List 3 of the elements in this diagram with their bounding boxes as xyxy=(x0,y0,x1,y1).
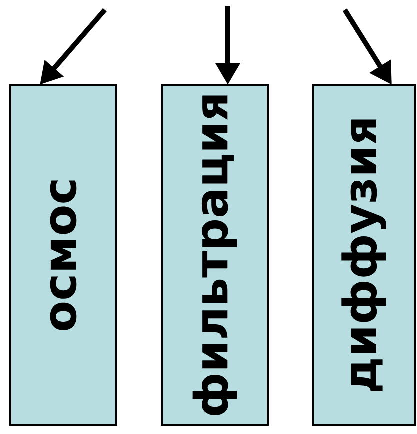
text-box: осмос xyxy=(10,84,118,426)
text-box: фильтрация xyxy=(161,84,269,426)
text-box: диффузия xyxy=(312,84,416,426)
